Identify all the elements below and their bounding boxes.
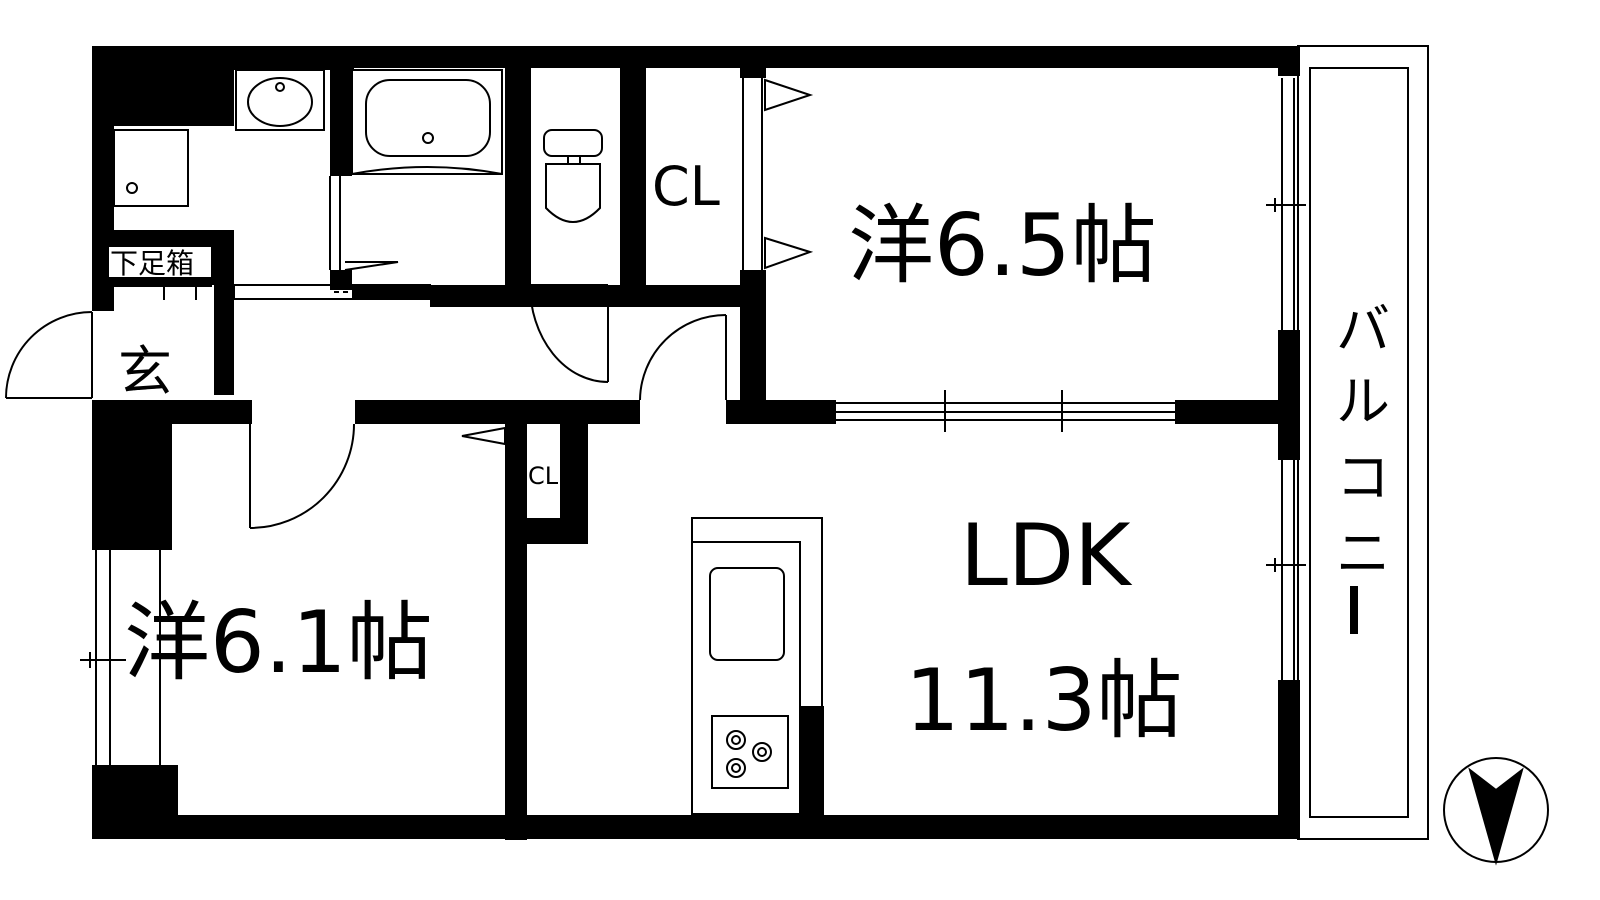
room-fills (107, 68, 740, 518)
balcony-label-2: ル (1336, 370, 1390, 433)
windows (80, 78, 1306, 790)
entrance-label: 玄 (118, 340, 172, 403)
room-label-western-a: 洋6.5帖 (848, 196, 1157, 296)
walls (92, 46, 1300, 840)
closet-label: CL (652, 155, 720, 218)
balcony-label-3: コ (1336, 446, 1390, 509)
balcony-label-1: バ (1336, 298, 1390, 361)
doors (5, 78, 814, 529)
washing-machine-pan-icon (113, 129, 189, 207)
north-arrow-icon (1443, 757, 1549, 866)
bathtub-icon (351, 69, 503, 175)
small-closet-label: CL (528, 462, 559, 490)
room-label-ldk: LDK (960, 506, 1133, 606)
toilet-icon (543, 129, 603, 223)
room-label-western-b: 洋6.1帖 (124, 593, 433, 693)
balcony (1297, 45, 1429, 840)
balcony-label-5-bar (1350, 586, 1358, 634)
balcony-label-4: ニ (1336, 522, 1390, 585)
room-label-ldk-size: 11.3帖 (905, 651, 1182, 751)
shoe-box-label: 下足箱 (110, 247, 194, 280)
washbasin-icon (235, 69, 325, 131)
kitchen-sink-icon (709, 567, 785, 661)
room-labels: 洋6.5帖 洋6.1帖 LDK 11.3帖 CL CL 玄 下足箱 バ ル コ … (110, 155, 1390, 751)
gas-stove-icon (711, 715, 789, 789)
kitchen-counter (691, 517, 823, 816)
fixtures (113, 69, 823, 816)
